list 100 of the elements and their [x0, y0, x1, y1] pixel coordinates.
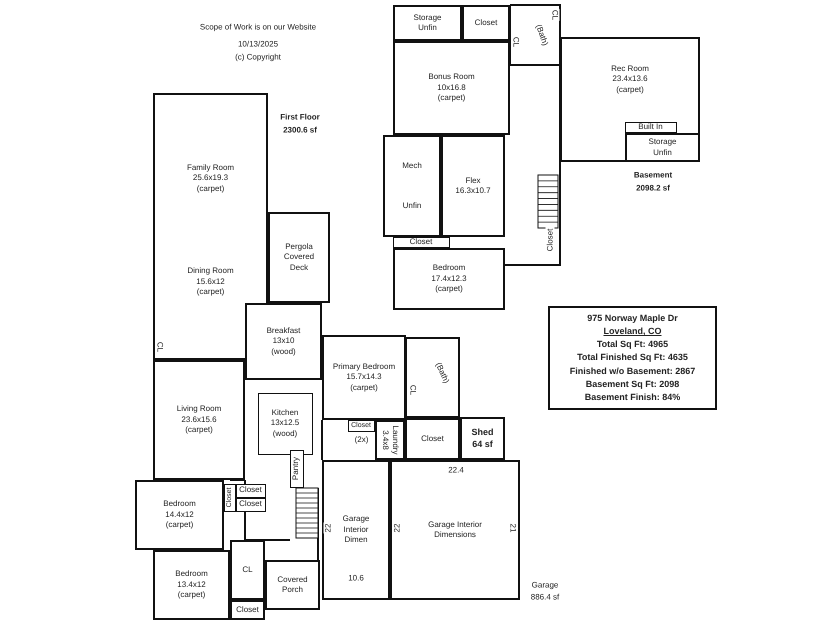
room-size: 3.4x8 [380, 430, 390, 450]
room [224, 484, 236, 512]
room-name: Bonus Room [428, 72, 475, 83]
room [625, 133, 700, 162]
copyright-note: (c) Copyright [234, 52, 282, 62]
room [245, 303, 322, 380]
flooring-note: (carpet) [435, 284, 463, 295]
room-name: Garage Interior Dimen [342, 514, 370, 546]
room-name: Breakfast [266, 326, 300, 336]
area-summary: Finished w/o Basement: 2867 [570, 364, 696, 378]
room-name: Flex [465, 176, 481, 186]
dimension-value: 22.4 [447, 466, 465, 474]
area-label: 2098.2 sf [635, 184, 671, 192]
closet-label: CL [512, 36, 520, 48]
room-name: Kitchen [272, 408, 298, 418]
address: 975 Norway Maple Dr [587, 312, 678, 326]
room [375, 420, 405, 460]
closet-label: CL [156, 340, 164, 354]
room [625, 122, 677, 133]
room [230, 600, 265, 620]
quantity-note: (2x) [354, 435, 370, 444]
room [462, 5, 510, 41]
closet-label: CL [408, 384, 418, 396]
room [230, 540, 265, 600]
room-size: 14.4x12 [165, 510, 194, 520]
room-name: Family Room [186, 163, 234, 174]
room [258, 393, 313, 455]
room-size: 23.4x13.6 [612, 74, 648, 85]
room-note: Unfin [402, 201, 422, 212]
room [393, 237, 450, 248]
room [393, 248, 505, 310]
room-name: Shed [471, 426, 494, 438]
area-summary: Total Sq Ft: 4965 [596, 338, 668, 352]
room-size: 10x16.8 [437, 82, 466, 94]
room-name: Rec Room [611, 64, 649, 74]
flooring-note: (carpet) [166, 520, 194, 531]
room-size: 23.6x15.6 [181, 414, 217, 426]
room-name: Dining Room [187, 266, 234, 277]
room-name: Covered Porch [276, 574, 309, 596]
area-label: 64 sf [472, 438, 493, 450]
room-size: 16.3x10.7 [455, 186, 491, 196]
note: Scope of Work is on our Website [198, 22, 318, 32]
room [390, 460, 520, 600]
room [236, 498, 266, 512]
room-size: 25.6x19.3 [192, 173, 228, 184]
flooring-note: (carpet) [178, 590, 206, 601]
room [322, 335, 406, 420]
room-size: 13x12.5 [270, 418, 300, 429]
room-name: Closet [239, 485, 262, 496]
room-name: Bedroom [432, 263, 466, 274]
room-name: Pantry [291, 456, 302, 480]
room [153, 550, 230, 620]
room-name: CL [242, 564, 253, 576]
room-label: (Bath) [534, 22, 550, 48]
room [153, 93, 268, 360]
room [268, 212, 330, 303]
info-panel [548, 306, 717, 410]
room [460, 417, 505, 460]
room-name: Closet [474, 18, 498, 28]
room-size: 15.7x14.3 [346, 372, 382, 383]
flooring-note: (carpet) [196, 184, 224, 194]
area-summary: Total Finished Sq Ft: 4635 [577, 351, 688, 364]
room [560, 37, 700, 162]
area-label: 2300.6 sf [282, 126, 318, 134]
room [405, 337, 460, 418]
area-summary: Basement Finish: 84% [584, 390, 680, 404]
room [441, 135, 505, 237]
flooring-note: (carpet) [350, 382, 378, 394]
room [236, 484, 266, 498]
flooring-note: (carpet) [185, 425, 213, 436]
flooring-note: (carpet) [196, 286, 224, 298]
room-name: Living Room [176, 404, 222, 415]
room [265, 560, 320, 610]
room-name: Closet [421, 434, 444, 444]
floor-title: Basement [632, 170, 674, 180]
closet-label: Closet [546, 228, 554, 252]
room [290, 450, 304, 488]
room-name: Garage Interior Dimensions [427, 520, 483, 540]
dimension-value: 22 [392, 522, 402, 534]
room-size: 13.4x12 [177, 580, 206, 590]
room-name: Built In [638, 122, 663, 132]
room-name: Laundry [390, 426, 400, 454]
room-name: Storage Unfin [647, 137, 678, 158]
dimension-value: 21 [508, 522, 518, 534]
room-size: 13x10 [272, 336, 294, 347]
room [153, 360, 245, 480]
room-name: Bedroom [163, 499, 196, 510]
area-summary: Basement Sq Ft: 2098 [586, 378, 680, 391]
room [135, 480, 224, 550]
room [393, 41, 510, 135]
area-label: 886.4 sf [530, 592, 560, 602]
closet-label: CL [550, 8, 560, 22]
floor-title: Garage [530, 580, 560, 590]
room-name: Storage Unfin [412, 12, 443, 34]
room-size: 17.4x12.3 [431, 274, 467, 284]
flooring-note: (wood) [272, 428, 298, 440]
floor-title: First Floor [279, 112, 321, 122]
flooring-note: (wood) [271, 346, 296, 358]
room [405, 418, 460, 460]
room [322, 460, 390, 600]
